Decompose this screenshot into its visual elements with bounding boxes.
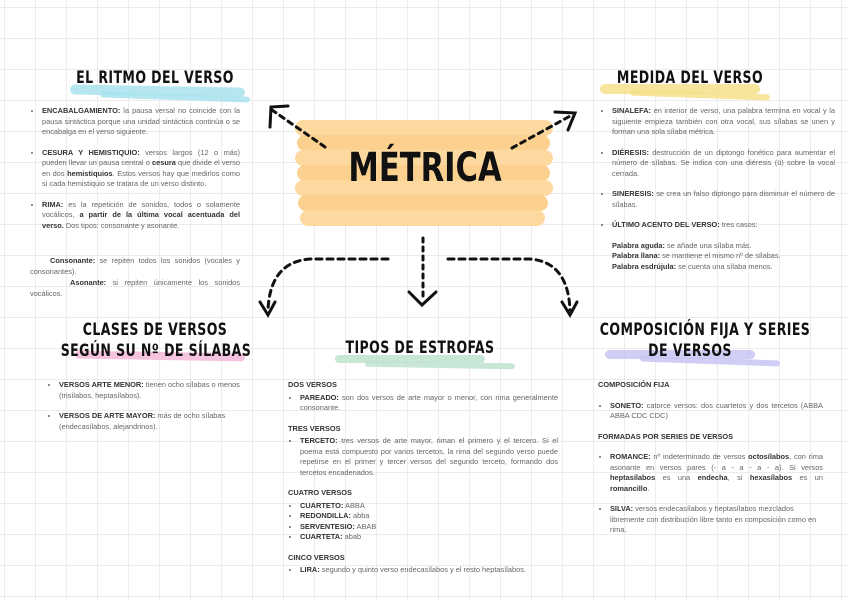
estrofas-dos-heading: DOS VERSOS <box>288 380 337 389</box>
acento-list: Palabra aguda: se añade una sílaba más. … <box>600 241 835 273</box>
estrofa-redondilla: REDONDILLA: abba <box>300 511 558 522</box>
estrofa-cuarteto: CUARTETO: ABBA <box>300 501 558 512</box>
clases-item-menor: VERSOS ARTE MENOR: tienen ocho sílabas o… <box>59 380 257 401</box>
ritmo-content: ENCABALGAMIENTO: la pausa versal no coin… <box>30 106 240 241</box>
estrofas-content: DOS VERSOS PAREADO: son dos versos de ar… <box>288 380 558 576</box>
estrofa-lira: LIRA: segundo y quinto verso endecasílab… <box>300 565 558 576</box>
estrofas-cuatro-heading: CUATRO VERSOS <box>288 488 352 497</box>
composicion-soneto: SONETO: catorce versos: dos cuartetos y … <box>610 401 823 422</box>
estrofas-cinco-heading: CINCO VERSOS <box>288 552 345 562</box>
clases-content: VERSOS ARTE MENOR: tienen ocho sílabas o… <box>47 380 257 442</box>
central-highlight <box>295 120 553 228</box>
composicion-series-heading: FORMADAS POR SERIES DE VERSOS <box>598 431 734 441</box>
estrofa-serventesio: SERVENTESIO: ABAB <box>300 522 558 533</box>
rima-consonante: Consonante: se repiten todos los sonidos… <box>30 256 240 276</box>
ritmo-item-cesura: CESURA Y HEMISTIQUIO: versos largos (12 … <box>42 148 240 190</box>
medida-content: SINALEFA: en interior de verso, una pala… <box>600 106 835 272</box>
ritmo-title: EL RITMO DEL VERSO <box>76 68 234 88</box>
medida-title: MEDIDA DEL VERSO <box>616 68 764 88</box>
acento-llana: Palabra llana: se mantiene el mismo nº d… <box>612 251 781 260</box>
clases-item-mayor: VERSOS DE ARTE MAYOR: más de ocho sílaba… <box>59 411 257 432</box>
acento-aguda: Palabra aguda: se añade una sílaba más. <box>612 240 752 250</box>
estrofas-title: TIPOS DE ESTROFAS <box>345 338 495 358</box>
composicion-romance: ROMANCE: nº indeterminado de versos octo… <box>610 452 823 494</box>
composicion-content: COMPOSICIÓN FIJA SONETO: catorce versos:… <box>598 380 823 546</box>
ritmo-item-rima: RIMA: es la repetición de sonidos, todos… <box>42 200 240 232</box>
medida-title-highlight <box>600 84 760 94</box>
medida-item-dieresis: DIÉRESIS: destrucción de un diptongo fon… <box>612 148 835 180</box>
medida-item-sineresis: SINERESIS: se crea un falso diptongo par… <box>612 189 835 210</box>
acento-esdrujula: Palabra esdrújula: se cuenta una sílaba … <box>612 261 773 271</box>
medida-item-sinalefa: SINALEFA: en interior de verso, una pala… <box>612 106 835 138</box>
estrofa-cuarteta: CUARTETA: abab <box>300 532 558 543</box>
composicion-title-line2: DE VERSOS <box>648 341 732 361</box>
estrofas-title-highlight <box>335 355 485 363</box>
composicion-title-line1: COMPOSICIÓN FIJA Y SERIES <box>599 320 811 340</box>
estrofa-terceto: TERCETO: tres versos de arte mayor, rima… <box>300 436 558 478</box>
composicion-silva: SILVA: versos endecasílabos y heptasílab… <box>610 504 823 536</box>
clases-title-line2: SEGÚN SU Nº DE SÍLABAS <box>60 341 252 361</box>
medida-item-ultimo-acento: ÚLTIMO ACENTO DEL VERSO: tres casos: <box>612 220 835 231</box>
clases-title-line1: CLASES DE VERSOS <box>82 320 228 340</box>
rima-asonante: Asonante: si repiten únicamente los soni… <box>30 278 240 298</box>
estrofa-pareado: PAREADO: son dos versos de arte mayor o … <box>300 393 558 414</box>
composicion-fija-heading: COMPOSICIÓN FIJA <box>598 380 670 389</box>
central-title: MÉTRICA <box>348 145 502 191</box>
composicion-title-highlight <box>605 350 755 359</box>
ritmo-item-encabalgamiento: ENCABALGAMIENTO: la pausa versal no coin… <box>42 106 240 138</box>
estrofas-tres-heading: TRES VERSOS <box>288 423 341 433</box>
